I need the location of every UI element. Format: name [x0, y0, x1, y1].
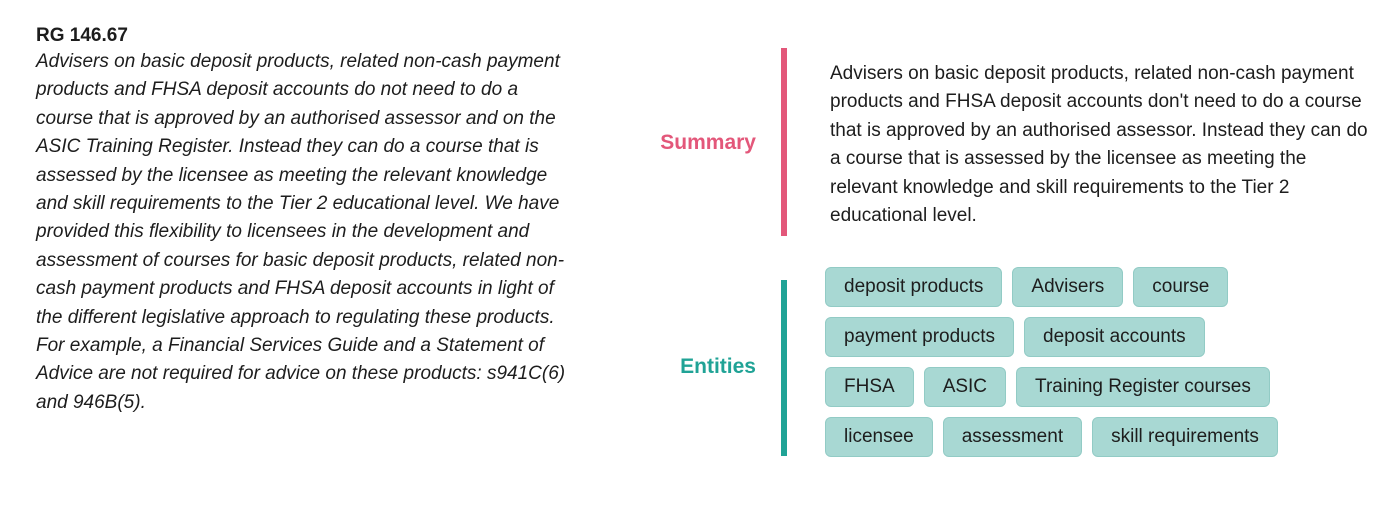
entity-chip: Training Register courses [1016, 367, 1270, 407]
entity-chip: course [1133, 267, 1229, 307]
entity-chip: payment products [825, 317, 1015, 357]
summary-divider-bar [781, 48, 787, 236]
entity-chip: FHSA [825, 367, 914, 407]
entity-chip-row: FHSA ASIC Training Register courses [825, 367, 1385, 407]
entity-chip: deposit accounts [1024, 317, 1205, 357]
summary-label: Summary [660, 131, 756, 154]
summary-text: Advisers on basic deposit products, rela… [830, 63, 1368, 227]
entity-chip: assessment [942, 417, 1083, 457]
entity-chip: Advisers [1012, 267, 1124, 307]
entities-divider-bar [781, 280, 787, 456]
source-title: RG 146.67 [36, 25, 128, 46]
entities-label: Entities [680, 355, 756, 378]
entity-chip: ASIC [923, 367, 1007, 407]
source-passage: RG 146.67 Advisers on basic deposit prod… [36, 24, 576, 417]
entity-chip-row: deposit products Advisers course [825, 267, 1385, 307]
entity-chip: licensee [825, 417, 933, 457]
entity-chip: deposit products [825, 267, 1003, 307]
source-text: Advisers on basic deposit products, rela… [36, 51, 566, 413]
entity-chip: skill requirements [1092, 417, 1278, 457]
entity-chip-list: deposit products Advisers course payment… [825, 267, 1385, 467]
entity-chip-row: payment products deposit accounts [825, 317, 1385, 357]
entity-chip-row: licensee assessment skill requirements [825, 417, 1385, 457]
